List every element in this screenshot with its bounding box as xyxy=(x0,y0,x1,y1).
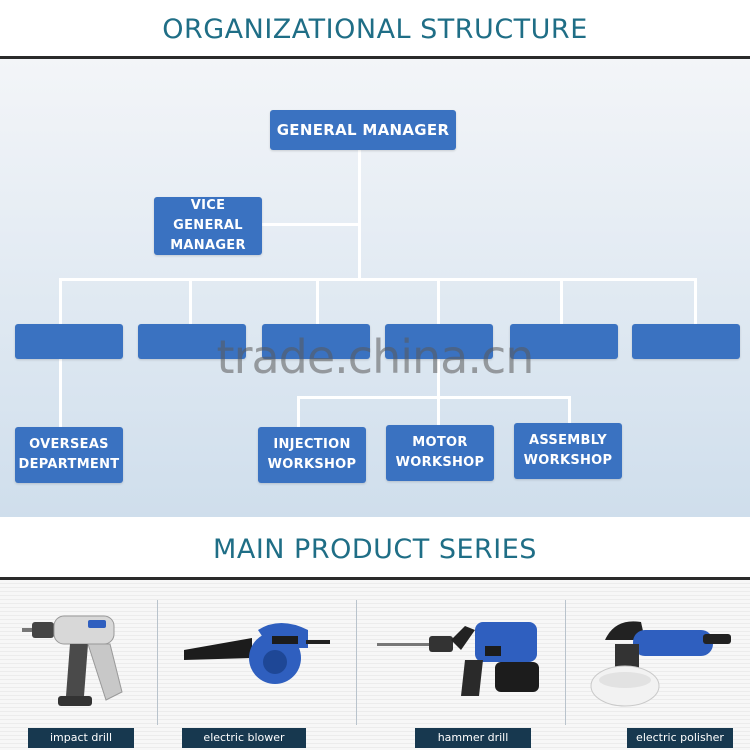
product-electric-blower[interactable]: electric blower xyxy=(180,600,340,750)
connector-line xyxy=(560,278,563,325)
connector-line xyxy=(437,358,440,398)
electric-polisher-icon xyxy=(590,621,731,707)
connector-line xyxy=(568,396,571,424)
product-impact-drill[interactable]: impact drill xyxy=(18,600,138,750)
product-label: electric blower xyxy=(182,728,306,748)
general-manager-box: GENERAL MANAGER xyxy=(270,110,456,150)
department-box xyxy=(262,324,370,359)
product-label: electric polisher xyxy=(627,728,733,748)
product-label: hammer drill xyxy=(415,728,531,748)
org-structure-title: ORGANIZATIONAL STRUCTURE xyxy=(162,14,588,45)
product-series-title: MAIN PRODUCT SERIES xyxy=(213,534,537,565)
department-box xyxy=(15,324,123,359)
department-box xyxy=(385,324,493,359)
divider xyxy=(356,600,357,725)
divider xyxy=(565,600,566,725)
connector-line xyxy=(262,223,361,226)
connector-line xyxy=(437,396,440,426)
title-divider xyxy=(0,56,750,59)
connector-line xyxy=(189,278,192,325)
overseas-department-box: OVERSEAS DEPARTMENT xyxy=(15,427,123,483)
assembly-workshop-box: ASSEMBLY WORKSHOP xyxy=(514,423,622,479)
connector-line xyxy=(59,278,62,325)
impact-drill-icon xyxy=(22,615,123,706)
connector-line xyxy=(437,278,440,325)
product-hammer-drill[interactable]: hammer drill xyxy=(375,600,555,750)
connector-line xyxy=(358,150,361,280)
injection-workshop-box: INJECTION WORKSHOP xyxy=(258,427,366,483)
motor-workshop-box: MOTOR WORKSHOP xyxy=(386,425,494,481)
title-divider xyxy=(0,577,750,580)
connector-line xyxy=(316,278,319,325)
department-box xyxy=(510,324,618,359)
product-label: impact drill xyxy=(28,728,134,748)
connector-line xyxy=(59,278,697,281)
hammer-drill-icon xyxy=(377,622,539,696)
connector-line xyxy=(694,278,697,325)
connector-line xyxy=(59,358,62,428)
department-box xyxy=(138,324,246,359)
watermark: trade.china.cn xyxy=(216,330,535,384)
divider xyxy=(157,600,158,725)
electric-blower-icon xyxy=(184,623,330,684)
product-electric-polisher[interactable]: electric polisher xyxy=(585,600,745,750)
department-box xyxy=(632,324,740,359)
connector-line xyxy=(297,396,300,428)
connector-line xyxy=(297,396,571,399)
vice-general-manager-box: VICE GENERAL MANAGER xyxy=(154,197,262,255)
